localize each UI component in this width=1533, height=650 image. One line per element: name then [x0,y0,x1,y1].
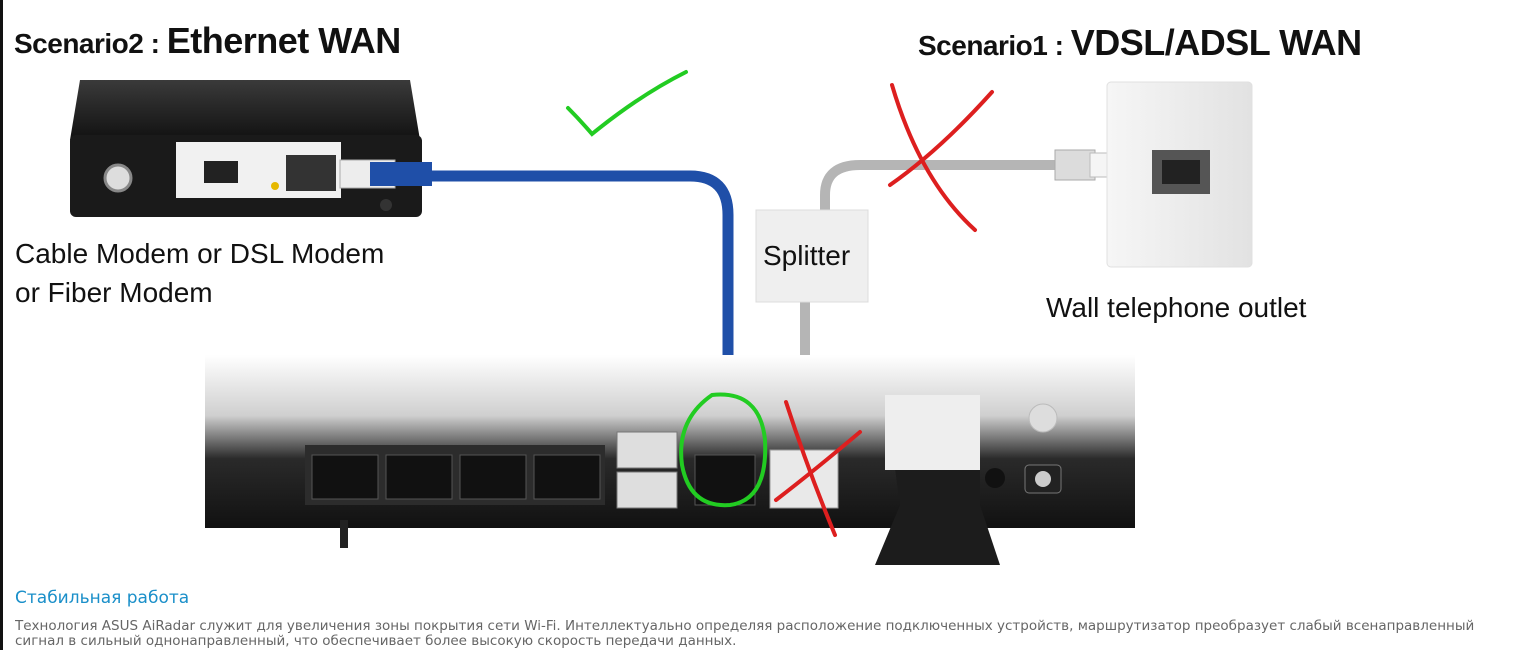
scenario2-heading: Scenario2 : Ethernet WAN [14,20,401,62]
scenario1-heading: Scenario1 : VDSL/ADSL WAN [918,22,1362,64]
modem-label-line2: or Fiber Modem [15,277,213,308]
router-power-switch [985,468,1005,488]
splitter-label: Splitter [763,240,851,271]
check-circle-annotation [679,392,768,508]
splitter-device [755,209,869,303]
scenario1-title: VDSL/ADSL WAN [1070,22,1362,63]
section-text-line1: Технология ASUS AiRadar служит для увели… [15,619,1475,634]
section-title: Стабильная работа [15,588,190,608]
check-mark-annotation [566,70,768,508]
router-reset-button [1028,403,1058,433]
scenario2-prefix: Scenario2 : [14,28,167,59]
scenario2-title: Ethernet WAN [166,20,402,61]
section-description: Технология ASUS AiRadar служит для увели… [15,619,1533,649]
wall-telephone-outlet [1106,81,1253,268]
router-wan-port [694,454,756,506]
modem-label-line1: Cable Modem or DSL Modem [15,238,385,269]
router-usb-port-top [616,431,678,469]
modem-device [70,80,422,217]
scenario1-prefix: Scenario1 : [918,30,1071,61]
wan-connection-diagram [70,70,1253,565]
modem-power-button [103,163,133,193]
outlet-label: Wall telephone outlet [1046,292,1307,323]
left-border-line [0,0,3,650]
cross-mark-annotation [774,83,994,537]
router-device [205,355,1135,565]
section-text-line2: сигнал в сильный однонаправленный, что о… [15,633,737,649]
router-usb-port-bottom [616,471,678,509]
